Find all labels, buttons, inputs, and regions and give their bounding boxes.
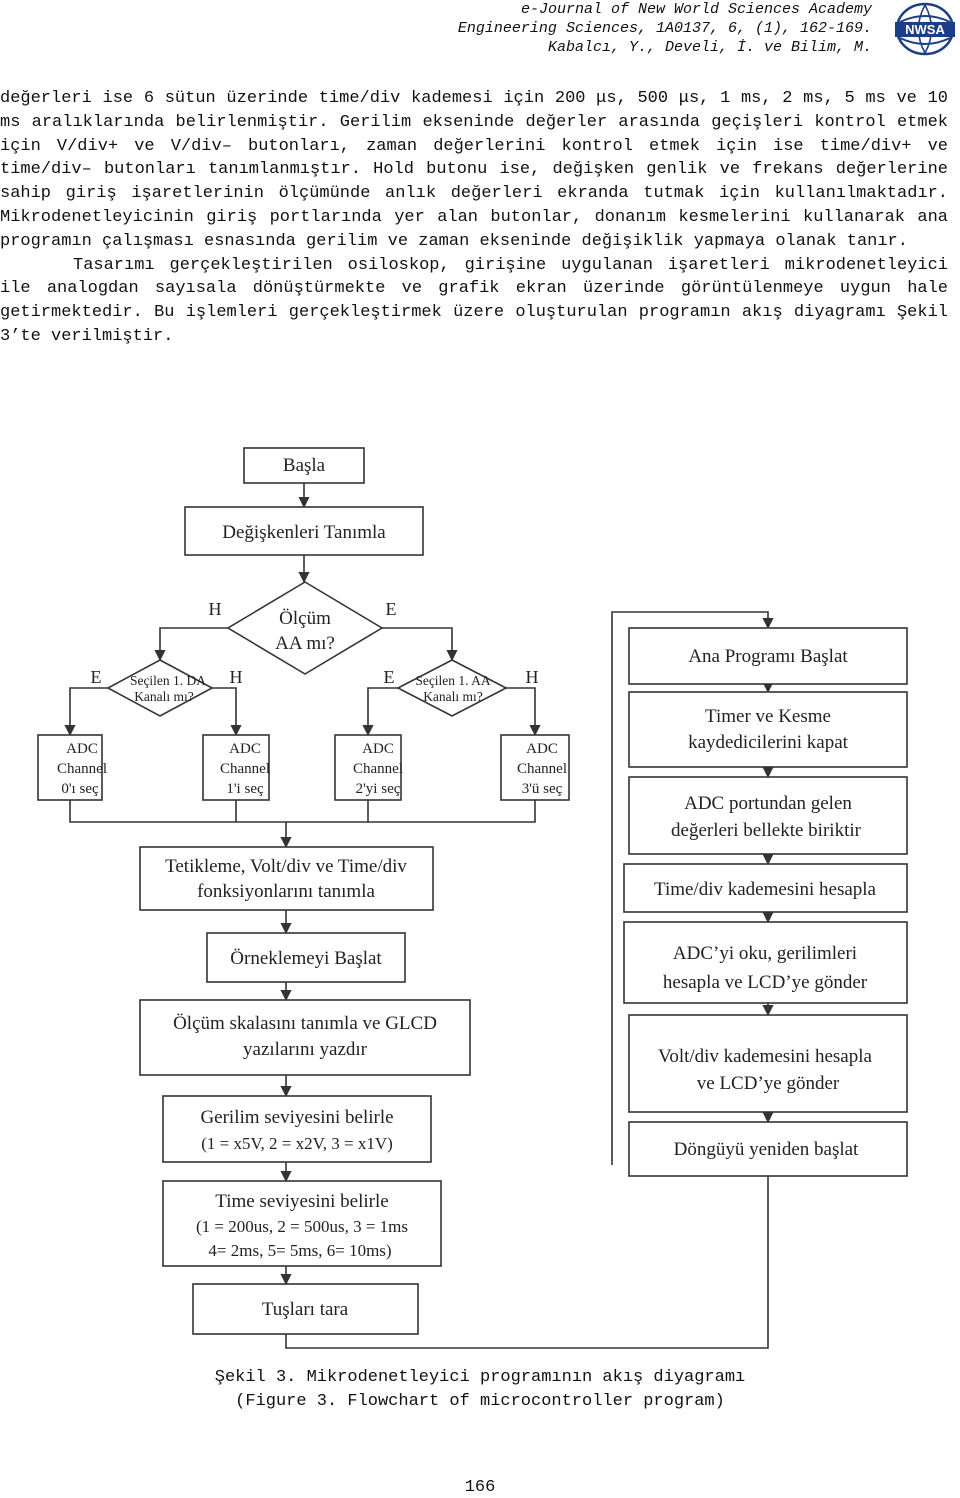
left-decision-label-1: Seçilen 1. DA [130,673,206,688]
start-box [243,447,365,484]
start-sampling-box [206,932,406,983]
measurement-ac-decision [226,581,384,675]
voltdiv-label-1: Volt/div kademesini hesapla [658,1046,872,1067]
main-yes-label: E [386,599,397,619]
adc-port-box [628,776,908,855]
figure-caption: Şekil 3. Mikrodenetleyici programının ak… [0,1366,960,1414]
adc0-label-2: Channel [57,761,107,777]
time-label-1: Time seviyesini belirle [215,1191,388,1212]
timediv-label: Time/div kademesini hesapla [654,879,877,900]
voltdiv-label-2: ve LCD’ye gönder [697,1073,840,1094]
body-text: değerleri ise 6 sütun üzerinde time/div … [0,87,948,349]
readadc-label-1: ADC’yi oku, gerilimleri [673,943,857,964]
restart-loop-box [628,1121,908,1177]
adcport-label-2: değerleri bellekte biriktir [671,820,862,841]
adcport-label-1: ADC portundan gelen [684,793,852,814]
right-decision-label-2: Kanalı mı? [423,689,483,704]
timer-label-1: Timer ve Kesme [705,706,831,727]
adc-channel-3-box [500,734,570,801]
time-label-3: 4= 2ms, 5= 5ms, 6= 10ms) [208,1241,391,1260]
left-yes-label: E [91,667,102,687]
adc-channel-0-box [37,734,103,801]
journal-authors: Kabalcı, Y., Develi, İ. ve Bilim, M. [547,39,872,56]
readadc-label-2: hesapla ve LCD’ye gönder [663,972,868,993]
adc-channel-2-box [334,734,402,801]
read-adc-box [623,921,908,1004]
paragraph-2: Tasarımı gerçekleştirilen osiloskop, gir… [0,255,948,346]
adc1-label-3: 1'i seç [226,781,264,797]
main-start-label: Ana Programı Başlat [688,646,848,667]
journal-citation: Engineering Sciences, 1A0137, 6, (1), 16… [457,20,872,37]
page-number: 166 [464,1478,496,1497]
journal-title: e-Journal of New World Sciences Academy [520,1,872,18]
time-level-box [162,1180,442,1267]
adc3-label-1: ADC [526,741,558,757]
voltage-label-2: (1 = x5V, 2 = x2V, 3 = x1V) [201,1134,393,1153]
right-no-label: H [526,667,539,687]
caption-english: (Figure 3. Flowchart of microcontroller … [235,1392,725,1411]
left-no-label: H [230,667,243,687]
adc1-label-2: Channel [220,761,270,777]
time-label-2: (1 = 200us, 2 = 500us, 3 = 1ms [196,1217,408,1236]
scale-glcd-box [139,999,471,1076]
adc0-label-1: ADC [66,741,98,757]
timer-label-2: kaydedicilerini kapat [688,732,849,753]
main-program-start-box [628,627,908,685]
adc-channel-1-box [202,734,270,801]
start-label: Başla [283,455,326,476]
left-decision-label-2: Kanalı mı? [134,689,194,704]
trigger-label-1: Tetikleme, Volt/div ve Time/div [165,856,407,877]
main-decision-label-1: Ölçüm [279,608,331,629]
define-variables-box [184,506,424,556]
scale-label-2: yazılarını yazdır [243,1039,368,1060]
trigger-label-2: fonksiyonlarını tanımla [197,881,375,902]
nwsa-logo: NWSA [895,2,955,56]
time-div-box [623,863,908,913]
adc0-label-3: 0'ı seç [61,781,99,797]
scale-label-1: Ölçüm skalasını tanımla ve GLCD [173,1013,437,1034]
restart-label: Döngüyü yeniden başlat [674,1139,859,1160]
voltage-level-box [162,1095,432,1163]
right-yes-label: E [384,667,395,687]
paragraph-1: değerleri ise 6 sütun üzerinde time/div … [0,89,948,251]
channel-ac-decision [396,659,508,717]
trigger-functions-box [139,846,434,911]
volt-div-box [628,1014,908,1113]
right-decision-label-1: Seçilen 1. AA [415,673,491,688]
timer-interrupt-box [628,691,908,768]
caption-turkish: Şekil 3. Mikrodenetleyici programının ak… [214,1368,746,1387]
adc3-label-2: Channel [517,761,567,777]
adc2-label-1: ADC [362,741,394,757]
main-no-label: H [209,599,222,619]
flowchart-figure: Başla Değişkenleri Tanımla Ölçüm AA mı? … [37,447,908,1349]
svg-text:NWSA: NWSA [905,22,945,37]
journal-header: e-Journal of New World Sciences Academy … [458,0,872,57]
start-sampling-label: Örneklemeyi Başlat [230,948,382,969]
define-variables-label: Değişkenleri Tanımla [222,522,386,543]
adc1-label-1: ADC [229,741,261,757]
adc2-label-3: 2'yi seç [356,781,401,797]
main-decision-label-2: AA mı? [275,633,335,654]
voltage-label-1: Gerilim seviyesini belirle [200,1107,393,1128]
adc3-label-3: 3'ü seç [522,781,563,797]
scan-keys-box [192,1283,419,1335]
adc2-label-2: Channel [353,761,403,777]
channel-dc-decision [106,659,214,717]
scan-keys-label: Tuşları tara [262,1299,349,1320]
